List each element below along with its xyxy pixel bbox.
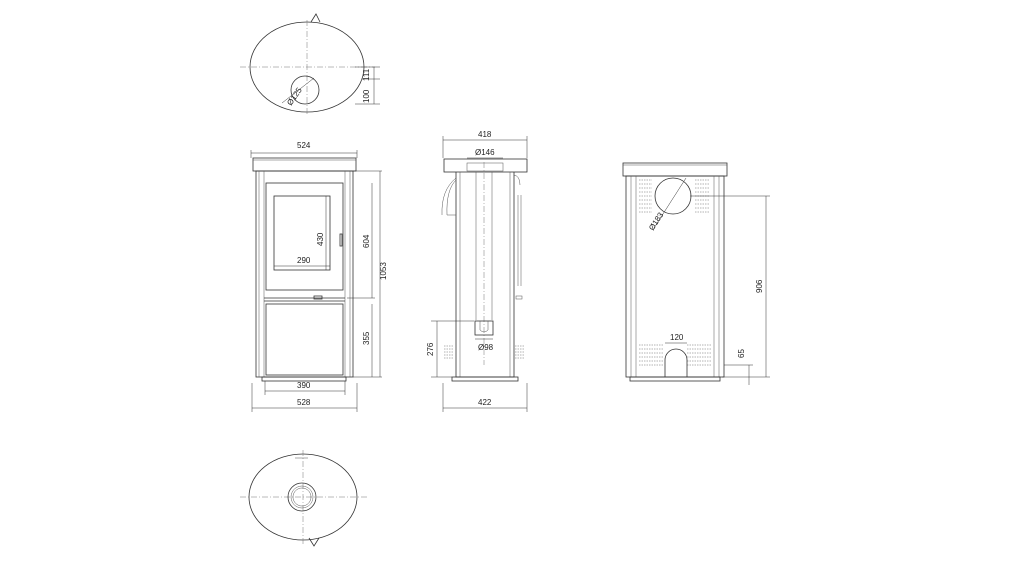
rear-bottom-opening xyxy=(664,348,688,377)
front-base-width: 528 xyxy=(297,398,311,407)
rear-flue-diameter: Ø183 xyxy=(647,210,666,232)
side-bottom-width: 422 xyxy=(478,398,492,407)
top-dim-a: 100 xyxy=(362,89,371,103)
front-door-height: 604 xyxy=(362,234,371,248)
rear-opening-width: 120 xyxy=(670,333,684,342)
side-air-inlet xyxy=(474,320,494,336)
front-lower-width: 390 xyxy=(297,381,311,390)
side-vent-left xyxy=(444,345,454,359)
side-vent-right xyxy=(515,345,525,359)
front-lower-height: 355 xyxy=(362,331,371,345)
rear-opening-height: 65 xyxy=(737,349,746,358)
front-glass xyxy=(273,195,331,271)
rear-flue-height: 906 xyxy=(755,279,764,293)
front-glass-height: 430 xyxy=(316,232,325,246)
side-flue-diameter: Ø146 xyxy=(475,148,495,157)
rear-view: Ø183 xyxy=(622,162,770,385)
rear-flue-circle xyxy=(654,177,692,215)
top-view: Ø125 100 111 xyxy=(240,13,380,115)
rear-vent-top-left xyxy=(639,179,652,213)
front-glass-width: 290 xyxy=(297,256,311,265)
side-view: 418 Ø146 Ø98 xyxy=(426,130,528,412)
rear-vent-bottom-left xyxy=(639,344,664,366)
side-top-width: 418 xyxy=(478,130,492,139)
rear-vent-bottom-right xyxy=(687,344,711,366)
side-air-diameter: Ø98 xyxy=(478,343,494,352)
bottom-view xyxy=(240,450,368,547)
front-total-width: 524 xyxy=(297,141,311,150)
side-air-height: 276 xyxy=(426,342,435,356)
top-dim-b: 111 xyxy=(362,68,371,81)
front-view: 524 430 290 390 xyxy=(250,141,388,412)
front-total-height: 1053 xyxy=(379,262,388,280)
top-flue-circle xyxy=(290,75,320,105)
